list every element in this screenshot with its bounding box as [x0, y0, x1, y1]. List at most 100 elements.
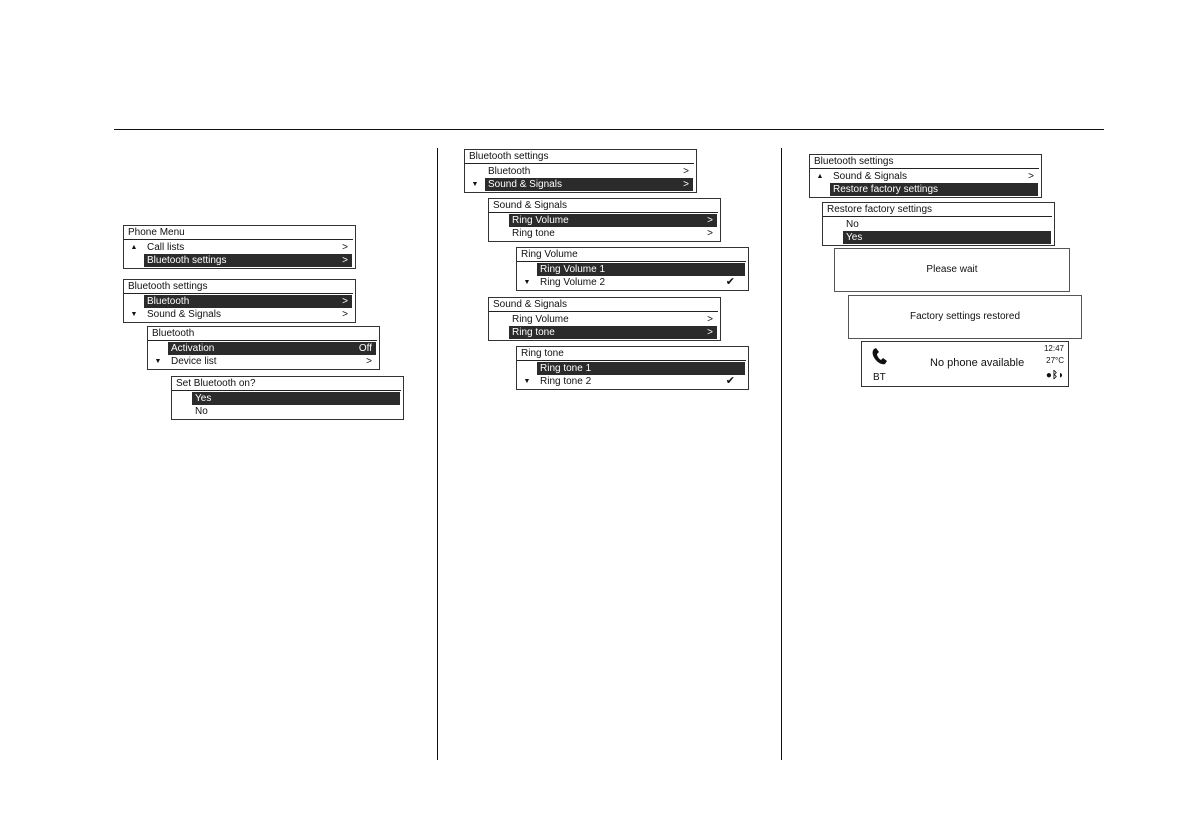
chevron-right-icon: >: [342, 309, 348, 320]
menu-item-label: Device list: [171, 356, 217, 367]
menu-item-sound-signals[interactable]: ▼ Sound & Signals >: [465, 178, 696, 191]
phone-menu-screen: Phone Menu ▲ Call lists> Bluetooth setti…: [123, 225, 356, 269]
option-yes[interactable]: Yes: [172, 392, 403, 405]
option-no[interactable]: No: [172, 405, 403, 418]
phone-handset-icon: [872, 348, 887, 365]
menu-item-sound-signals[interactable]: ▲ Sound & Signals >: [810, 170, 1041, 183]
option-label: No: [195, 406, 208, 417]
chevron-right-icon: >: [707, 215, 713, 226]
menu-item-ring-tone[interactable]: Ring tone >: [489, 227, 720, 240]
menu-item-label: Call lists: [147, 242, 185, 253]
menu-item-label: Ring Volume: [512, 215, 569, 226]
menu-item-ring-volume[interactable]: Ring Volume >: [489, 214, 720, 227]
screen-title: Restore factory settings: [823, 203, 1052, 217]
header-rule: [114, 129, 1104, 130]
option-no[interactable]: No: [823, 218, 1054, 231]
checkmark-icon: ✔: [725, 375, 735, 387]
menu-item-sound-signals[interactable]: ▼ Sound & Signals >: [124, 308, 355, 321]
bluetooth-screen: Bluetooth Activation Off ▼ Device list >: [147, 326, 380, 370]
option-label: Ring Volume 2: [540, 277, 606, 288]
scroll-down-icon: ▼: [154, 358, 162, 365]
chevron-right-icon: >: [342, 255, 348, 266]
activation-value: Off: [358, 343, 372, 354]
menu-item-label: Ring Volume: [512, 314, 569, 325]
cd-icon: ●: [1045, 370, 1052, 381]
menu-item-bluetooth[interactable]: Bluetooth >: [465, 165, 696, 178]
set-bluetooth-dialog: Set Bluetooth on? Yes No: [171, 376, 404, 420]
chevron-right-icon: >: [683, 166, 689, 177]
ring-volume-screen: Ring Volume Ring Volume 1 ▼ Ring Volume …: [516, 247, 749, 291]
restore-factory-dialog: Restore factory settings No Yes: [822, 202, 1055, 246]
option-ring-tone-1[interactable]: Ring tone 1: [517, 362, 748, 375]
option-label: Yes: [195, 393, 212, 404]
chevron-right-icon: >: [1028, 171, 1034, 182]
scroll-down-icon: ▼: [523, 279, 531, 286]
menu-item-label: Bluetooth: [488, 166, 531, 177]
screen-title: Bluetooth settings: [124, 280, 353, 294]
menu-item-label: Sound & Signals: [147, 309, 221, 320]
option-ring-tone-2[interactable]: ▼ Ring tone 2 ✔: [517, 375, 748, 388]
message-text: Factory settings restored: [909, 311, 1021, 322]
scroll-down-icon: ▼: [471, 181, 479, 188]
factory-restored-message: Factory settings restored: [848, 295, 1082, 339]
screen-title: Phone Menu: [124, 226, 353, 240]
option-ring-volume-1[interactable]: Ring Volume 1: [517, 263, 748, 276]
option-label: No: [846, 219, 859, 230]
status-icons: ●ᛒ◗: [1046, 370, 1064, 381]
screen-title: Bluetooth settings: [810, 155, 1039, 169]
menu-item-label: Bluetooth settings: [147, 255, 227, 266]
message-text: Please wait: [926, 264, 978, 275]
screen-title: Set Bluetooth on?: [172, 377, 401, 391]
menu-item-activation[interactable]: Activation Off: [148, 342, 379, 355]
sound-signals-screen: Sound & Signals Ring Volume> Ring tone>: [488, 297, 721, 341]
scroll-down-icon: ▼: [130, 311, 138, 318]
chevron-right-icon: >: [707, 327, 713, 338]
column-divider-2: [781, 148, 782, 760]
volume-icon: ◗: [1057, 370, 1064, 381]
screen-title: Ring Volume: [517, 248, 746, 262]
chevron-right-icon: >: [366, 356, 372, 367]
option-yes[interactable]: Yes: [823, 231, 1054, 244]
checkmark-icon: ✔: [725, 276, 735, 288]
menu-item-bluetooth-settings[interactable]: Bluetooth settings >: [124, 254, 355, 267]
bluetooth-settings-screen: Bluetooth settings Bluetooth > ▼ Sound & …: [123, 279, 356, 323]
chevron-right-icon: >: [342, 242, 348, 253]
menu-item-bluetooth[interactable]: Bluetooth >: [124, 295, 355, 308]
column-divider-1: [437, 148, 438, 760]
menu-item-device-list[interactable]: ▼ Device list >: [148, 355, 379, 368]
clock-text: 12:47: [1043, 344, 1064, 353]
source-label: BT: [873, 372, 886, 383]
chevron-right-icon: >: [707, 228, 713, 239]
menu-item-call-lists[interactable]: ▲ Call lists>: [124, 241, 355, 254]
menu-item-ring-volume[interactable]: Ring Volume >: [489, 313, 720, 326]
option-label: Yes: [846, 232, 863, 243]
bluetooth-icon: ᛒ: [1051, 370, 1058, 381]
screen-title: Ring tone: [517, 347, 746, 361]
chevron-right-icon: >: [707, 314, 713, 325]
screen-title: Sound & Signals: [489, 199, 718, 213]
menu-item-label: Ring tone: [512, 327, 555, 338]
menu-item-restore-factory[interactable]: Restore factory settings: [810, 183, 1041, 196]
option-label: Ring tone 1: [540, 363, 592, 374]
phone-status-screen: BT No phone available 12:47 27°C ●ᛒ◗: [861, 341, 1069, 387]
chevron-right-icon: >: [342, 296, 348, 307]
menu-item-label: Ring tone: [512, 228, 555, 239]
menu-item-label: Activation: [171, 343, 215, 354]
bluetooth-settings-screen: Bluetooth settings ▲ Sound & Signals > Re…: [809, 154, 1042, 198]
scroll-down-icon: ▼: [523, 378, 531, 385]
menu-item-label: Bluetooth: [147, 296, 190, 307]
menu-item-ring-tone[interactable]: Ring tone >: [489, 326, 720, 339]
chevron-right-icon: >: [683, 179, 689, 190]
menu-item-label: Sound & Signals: [488, 179, 562, 190]
screen-title: Bluetooth: [148, 327, 377, 341]
option-ring-volume-2[interactable]: ▼ Ring Volume 2 ✔: [517, 276, 748, 289]
option-label: Ring tone 2: [540, 376, 592, 387]
ring-tone-screen: Ring tone Ring tone 1 ▼ Ring tone 2 ✔: [516, 346, 749, 390]
option-label: Ring Volume 1: [540, 264, 606, 275]
sound-signals-screen: Sound & Signals Ring Volume > Ring tone >: [488, 198, 721, 242]
screen-title: Bluetooth settings: [465, 150, 694, 164]
scroll-up-icon: ▲: [816, 173, 824, 180]
menu-item-label: Sound & Signals: [833, 171, 907, 182]
menu-item-label: Restore factory settings: [833, 184, 939, 195]
no-phone-message: No phone available: [930, 357, 1025, 369]
